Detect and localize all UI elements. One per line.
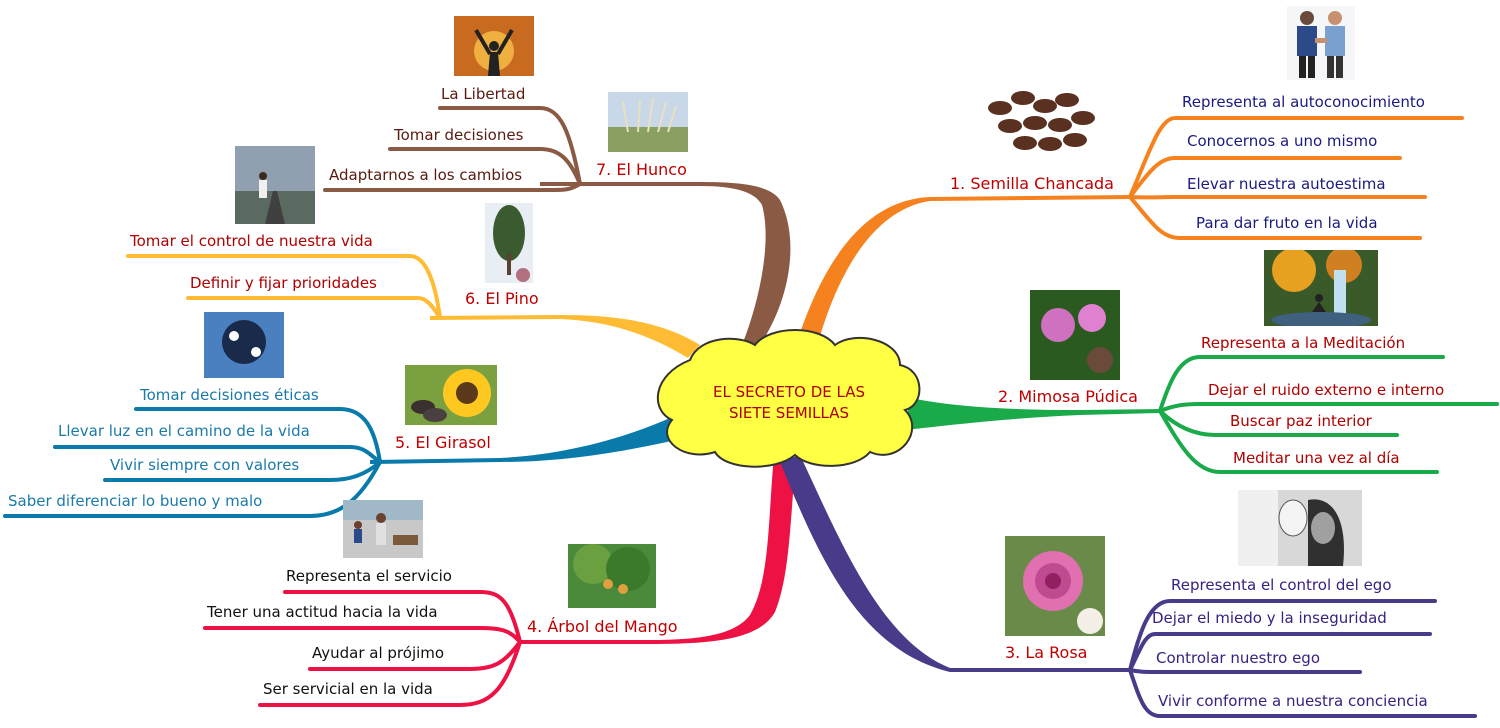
- mimosa-flower-image: [1030, 290, 1120, 380]
- main-branches: [370, 182, 1160, 672]
- woman-mask-image: [1238, 490, 1362, 566]
- mango-tree-image: [568, 544, 656, 608]
- branch-2-item: Meditar una vez al día: [1233, 449, 1400, 467]
- freedom-silhouette-image: [454, 16, 534, 76]
- branch-7-title: 7. El Hunco: [596, 160, 687, 179]
- branch-7-item: Tomar decisiones: [394, 126, 524, 144]
- branch-5-item: Llevar luz en el camino de la vida: [58, 422, 310, 440]
- central-topic-line2: SIETE SEMILLAS: [728, 404, 850, 422]
- link-4a: [283, 590, 522, 644]
- link-3d: [1128, 668, 1477, 718]
- branch-3-item: Dejar el miedo y la inseguridad: [1152, 609, 1387, 627]
- branch-3-trunk: [780, 455, 1130, 672]
- branch-3-item: Controlar nuestro ego: [1156, 649, 1320, 667]
- link-6a: [126, 254, 442, 320]
- branch-7-item: La Libertad: [441, 85, 526, 103]
- branch-3-title: 3. La Rosa: [1005, 643, 1088, 662]
- branch-5-trunk: [370, 418, 676, 464]
- link-3a: [1128, 599, 1437, 672]
- link-2b: [1158, 402, 1499, 413]
- branch-4-item: Representa el servicio: [286, 567, 452, 585]
- link-7b: [388, 147, 582, 186]
- branch-4-title: 4. Árbol del Mango: [527, 617, 678, 636]
- branch-6-trunk: [430, 315, 700, 358]
- link-1b: [1128, 156, 1402, 199]
- link-4d: [258, 640, 522, 707]
- link-2c: [1158, 409, 1399, 437]
- link-5b: [53, 445, 382, 464]
- meditation-waterfall-image: [1264, 250, 1378, 326]
- branch-1-item: Elevar nuestra autoestima: [1187, 175, 1386, 193]
- branch-2-trunk: [905, 398, 1160, 430]
- reeds-image: [608, 92, 688, 152]
- head-profile-image: [204, 312, 284, 378]
- branch-2-item: Dejar el ruido externo e interno: [1208, 381, 1445, 399]
- branch-4-item: Ayudar al prójimo: [312, 644, 445, 662]
- handshake-image: [1287, 6, 1355, 80]
- branch-1-title: 1. Semilla Chancada: [950, 174, 1114, 193]
- branch-6-item: Definir y fijar prioridades: [190, 274, 377, 292]
- branch-2-item: Buscar paz interior: [1230, 412, 1372, 430]
- branch-6-title: 6. El Pino: [465, 289, 539, 308]
- branch-5-item: Tomar decisiones éticas: [140, 386, 319, 404]
- cacao-beans-image: [975, 78, 1105, 164]
- link-4c: [308, 640, 522, 671]
- link-2a: [1158, 355, 1445, 413]
- branch-5-item: Saber diferenciar lo bueno y malo: [8, 492, 263, 510]
- branch-5-title: 5. El Girasol: [395, 433, 491, 452]
- link-4b: [203, 626, 522, 644]
- branch-2-title: 2. Mimosa Púdica: [998, 387, 1138, 406]
- link-7a: [438, 106, 582, 186]
- link-1d: [1128, 195, 1422, 240]
- man-on-road-image: [235, 146, 315, 224]
- branch-4-item: Tener una actitud hacia la vida: [207, 603, 438, 621]
- link-2d: [1158, 409, 1439, 474]
- branch-3-item: Vivir conforme a nuestra conciencia: [1158, 692, 1428, 710]
- branch-6-item: Tomar el control de nuestra vida: [130, 232, 373, 250]
- link-1a: [1128, 116, 1464, 199]
- branch-3-item: Representa el control del ego: [1171, 576, 1392, 594]
- branch-4-trunk: [520, 455, 796, 644]
- sunflower-image: [405, 365, 497, 425]
- link-7c: [323, 182, 582, 192]
- children-playing-image: [343, 500, 423, 558]
- link-5c: [103, 460, 382, 482]
- branch-2-item: Representa a la Meditación: [1201, 334, 1406, 352]
- central-topic: EL SECRETO DE LAS SIETE SEMILLAS: [660, 382, 918, 424]
- branch-1-item: Conocernos a uno mismo: [1187, 132, 1378, 150]
- central-topic-line1: EL SECRETO DE LAS: [713, 383, 865, 401]
- branch-7-trunk: [540, 182, 791, 345]
- branch-7-item: Adaptarnos a los cambios: [329, 166, 523, 184]
- center-cloud: [657, 329, 921, 468]
- branch-1-item: Representa al autoconocimiento: [1182, 93, 1425, 111]
- pink-rose-image: [1005, 536, 1105, 636]
- link-6b: [186, 296, 442, 320]
- branch-5-item: Vivir siempre con valores: [110, 456, 300, 474]
- link-5a: [134, 407, 382, 464]
- branch-1-item: Para dar fruto en la vida: [1196, 214, 1378, 232]
- branch-4-item: Ser servicial en la vida: [263, 680, 433, 698]
- link-3c: [1128, 668, 1362, 674]
- pine-tree-image: [485, 203, 533, 283]
- link-3b: [1128, 632, 1432, 672]
